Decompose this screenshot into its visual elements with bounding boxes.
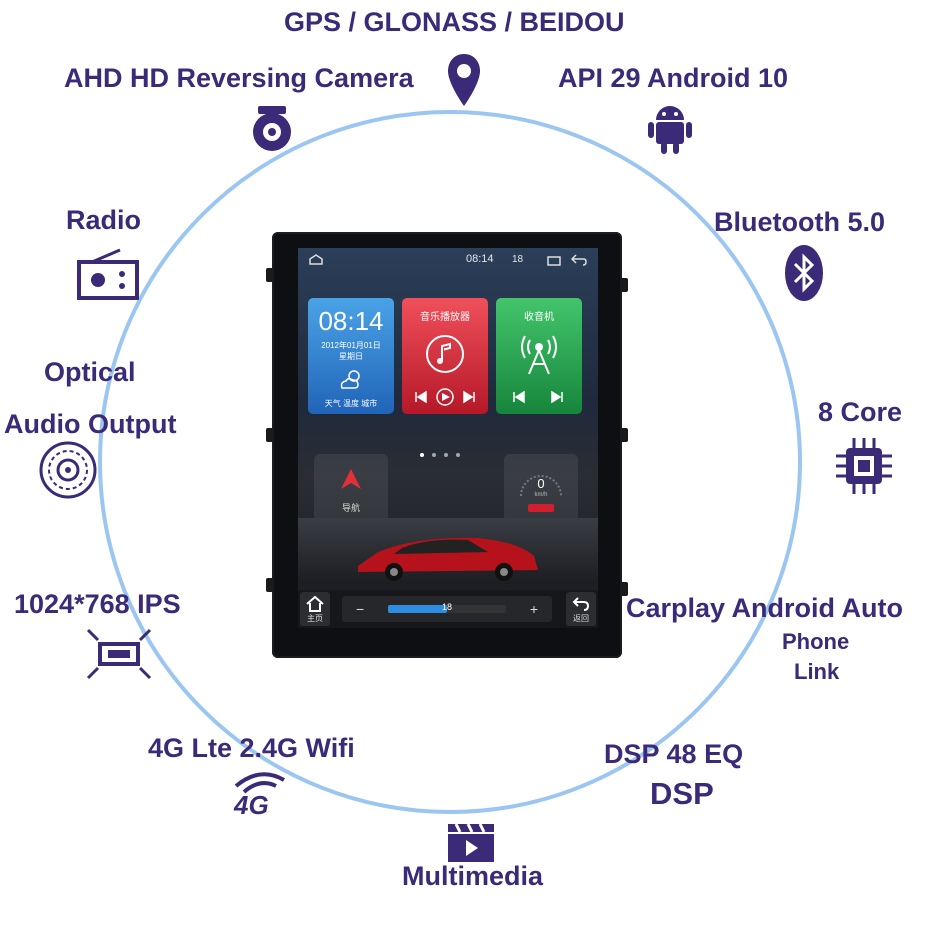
4g-icon: 4G	[230, 768, 292, 818]
side-button[interactable]	[266, 428, 274, 442]
svg-text:4G: 4G	[233, 790, 269, 818]
home-outline-icon[interactable]	[308, 254, 324, 266]
back-icon	[572, 597, 590, 611]
clock-time: 08:14	[318, 306, 384, 336]
speed-value: 0	[537, 476, 545, 491]
bottom-bar: 主页 − 18 + 返回	[298, 590, 598, 628]
nav-arrow-icon	[341, 469, 361, 489]
weather-icon	[340, 370, 360, 389]
speedometer-card: 0 km/h	[504, 454, 578, 522]
weather-labels: 天气 温度 城市	[324, 399, 378, 408]
volume-value: 18	[442, 602, 453, 612]
side-button[interactable]	[266, 268, 274, 282]
clock-date: 2012年01月01日星期日	[321, 341, 381, 361]
volume-track[interactable]	[388, 605, 506, 613]
video-icon	[446, 820, 496, 864]
cpu-icon	[834, 436, 894, 496]
device-screen: 08:14 18 08:14 2012年01月01日星期日 天气 温度 城市 音…	[298, 248, 598, 628]
speed-badge	[528, 504, 554, 512]
radio-controls[interactable]	[508, 388, 570, 406]
resize-icon	[86, 628, 152, 680]
navigation-card[interactable]: 导航	[314, 454, 388, 522]
speed-unit: km/h	[534, 492, 548, 498]
music-tile[interactable]: 音乐播放器	[402, 298, 488, 414]
side-button[interactable]	[620, 278, 628, 292]
radio-tile[interactable]: 收音机	[496, 298, 582, 414]
feature-multimedia: Multimedia	[402, 861, 544, 891]
head-unit-device: 08:14 18 08:14 2012年01月01日星期日 天气 温度 城市 音…	[266, 232, 628, 658]
home-label: 主页	[307, 614, 323, 623]
feature-camera: AHD HD Reversing Camera	[64, 63, 414, 93]
clock-tile[interactable]: 08:14 2012年01月01日星期日 天气 温度 城市	[308, 298, 394, 414]
side-button[interactable]	[620, 582, 628, 596]
disc-icon	[38, 440, 98, 500]
feature-optical-line1: Optical	[44, 357, 136, 387]
multitask-icon[interactable]	[546, 254, 562, 266]
feature-gps: GPS / GLONASS / BEIDOU	[284, 7, 625, 37]
side-button[interactable]	[620, 428, 628, 442]
feature-network: 4G Lte 2.4G Wifi	[148, 733, 355, 763]
feature-carplay: Carplay Android Auto	[626, 593, 904, 623]
antenna-icon	[521, 335, 557, 375]
nav-label: 导航	[341, 503, 360, 513]
dsp-icon: DSP	[650, 774, 720, 810]
back-label: 返回	[573, 614, 589, 623]
svg-text:DSP: DSP	[650, 776, 714, 810]
volume-fill	[388, 605, 447, 613]
car-icon	[358, 537, 538, 581]
car-scene	[298, 518, 598, 584]
home-button[interactable]: 主页	[300, 592, 330, 626]
feature-optical-line2: Audio Output	[4, 409, 177, 439]
page-indicator[interactable]	[420, 444, 468, 462]
music-title: 音乐播放器	[420, 312, 470, 323]
music-controls[interactable]	[410, 388, 480, 406]
home-icon	[306, 596, 324, 612]
feature-carplay-link: Link	[794, 659, 840, 684]
radio-icon	[76, 248, 140, 302]
status-time: 08:14	[466, 253, 494, 265]
android-icon	[646, 100, 694, 156]
feature-radio: Radio	[66, 205, 142, 235]
camera-icon	[250, 104, 294, 152]
status-bar: 08:14 18	[298, 248, 598, 272]
back-button[interactable]: 返回	[566, 592, 596, 626]
side-button[interactable]	[266, 578, 274, 592]
feature-bluetooth: Bluetooth 5.0	[714, 207, 886, 237]
music-note-icon	[426, 335, 464, 373]
feature-carplay-phone: Phone	[782, 629, 850, 654]
location-pin-icon	[446, 52, 482, 108]
feature-dsp: DSP 48 EQ	[604, 739, 744, 769]
feature-android: API 29 Android 10	[558, 63, 789, 93]
radio-title: 收音机	[524, 312, 554, 323]
status-volume: 18	[512, 254, 524, 265]
feature-ring	[98, 110, 802, 814]
feature-core: 8 Core	[818, 397, 903, 427]
bluetooth-icon	[784, 244, 824, 302]
volume-minus-button[interactable]: −	[356, 601, 365, 617]
feature-resolution: 1024*768 IPS	[14, 589, 181, 619]
volume-plus-button[interactable]: +	[529, 601, 538, 617]
back-arrow-icon[interactable]	[570, 253, 588, 267]
volume-slider[interactable]: − 18 +	[342, 596, 552, 622]
